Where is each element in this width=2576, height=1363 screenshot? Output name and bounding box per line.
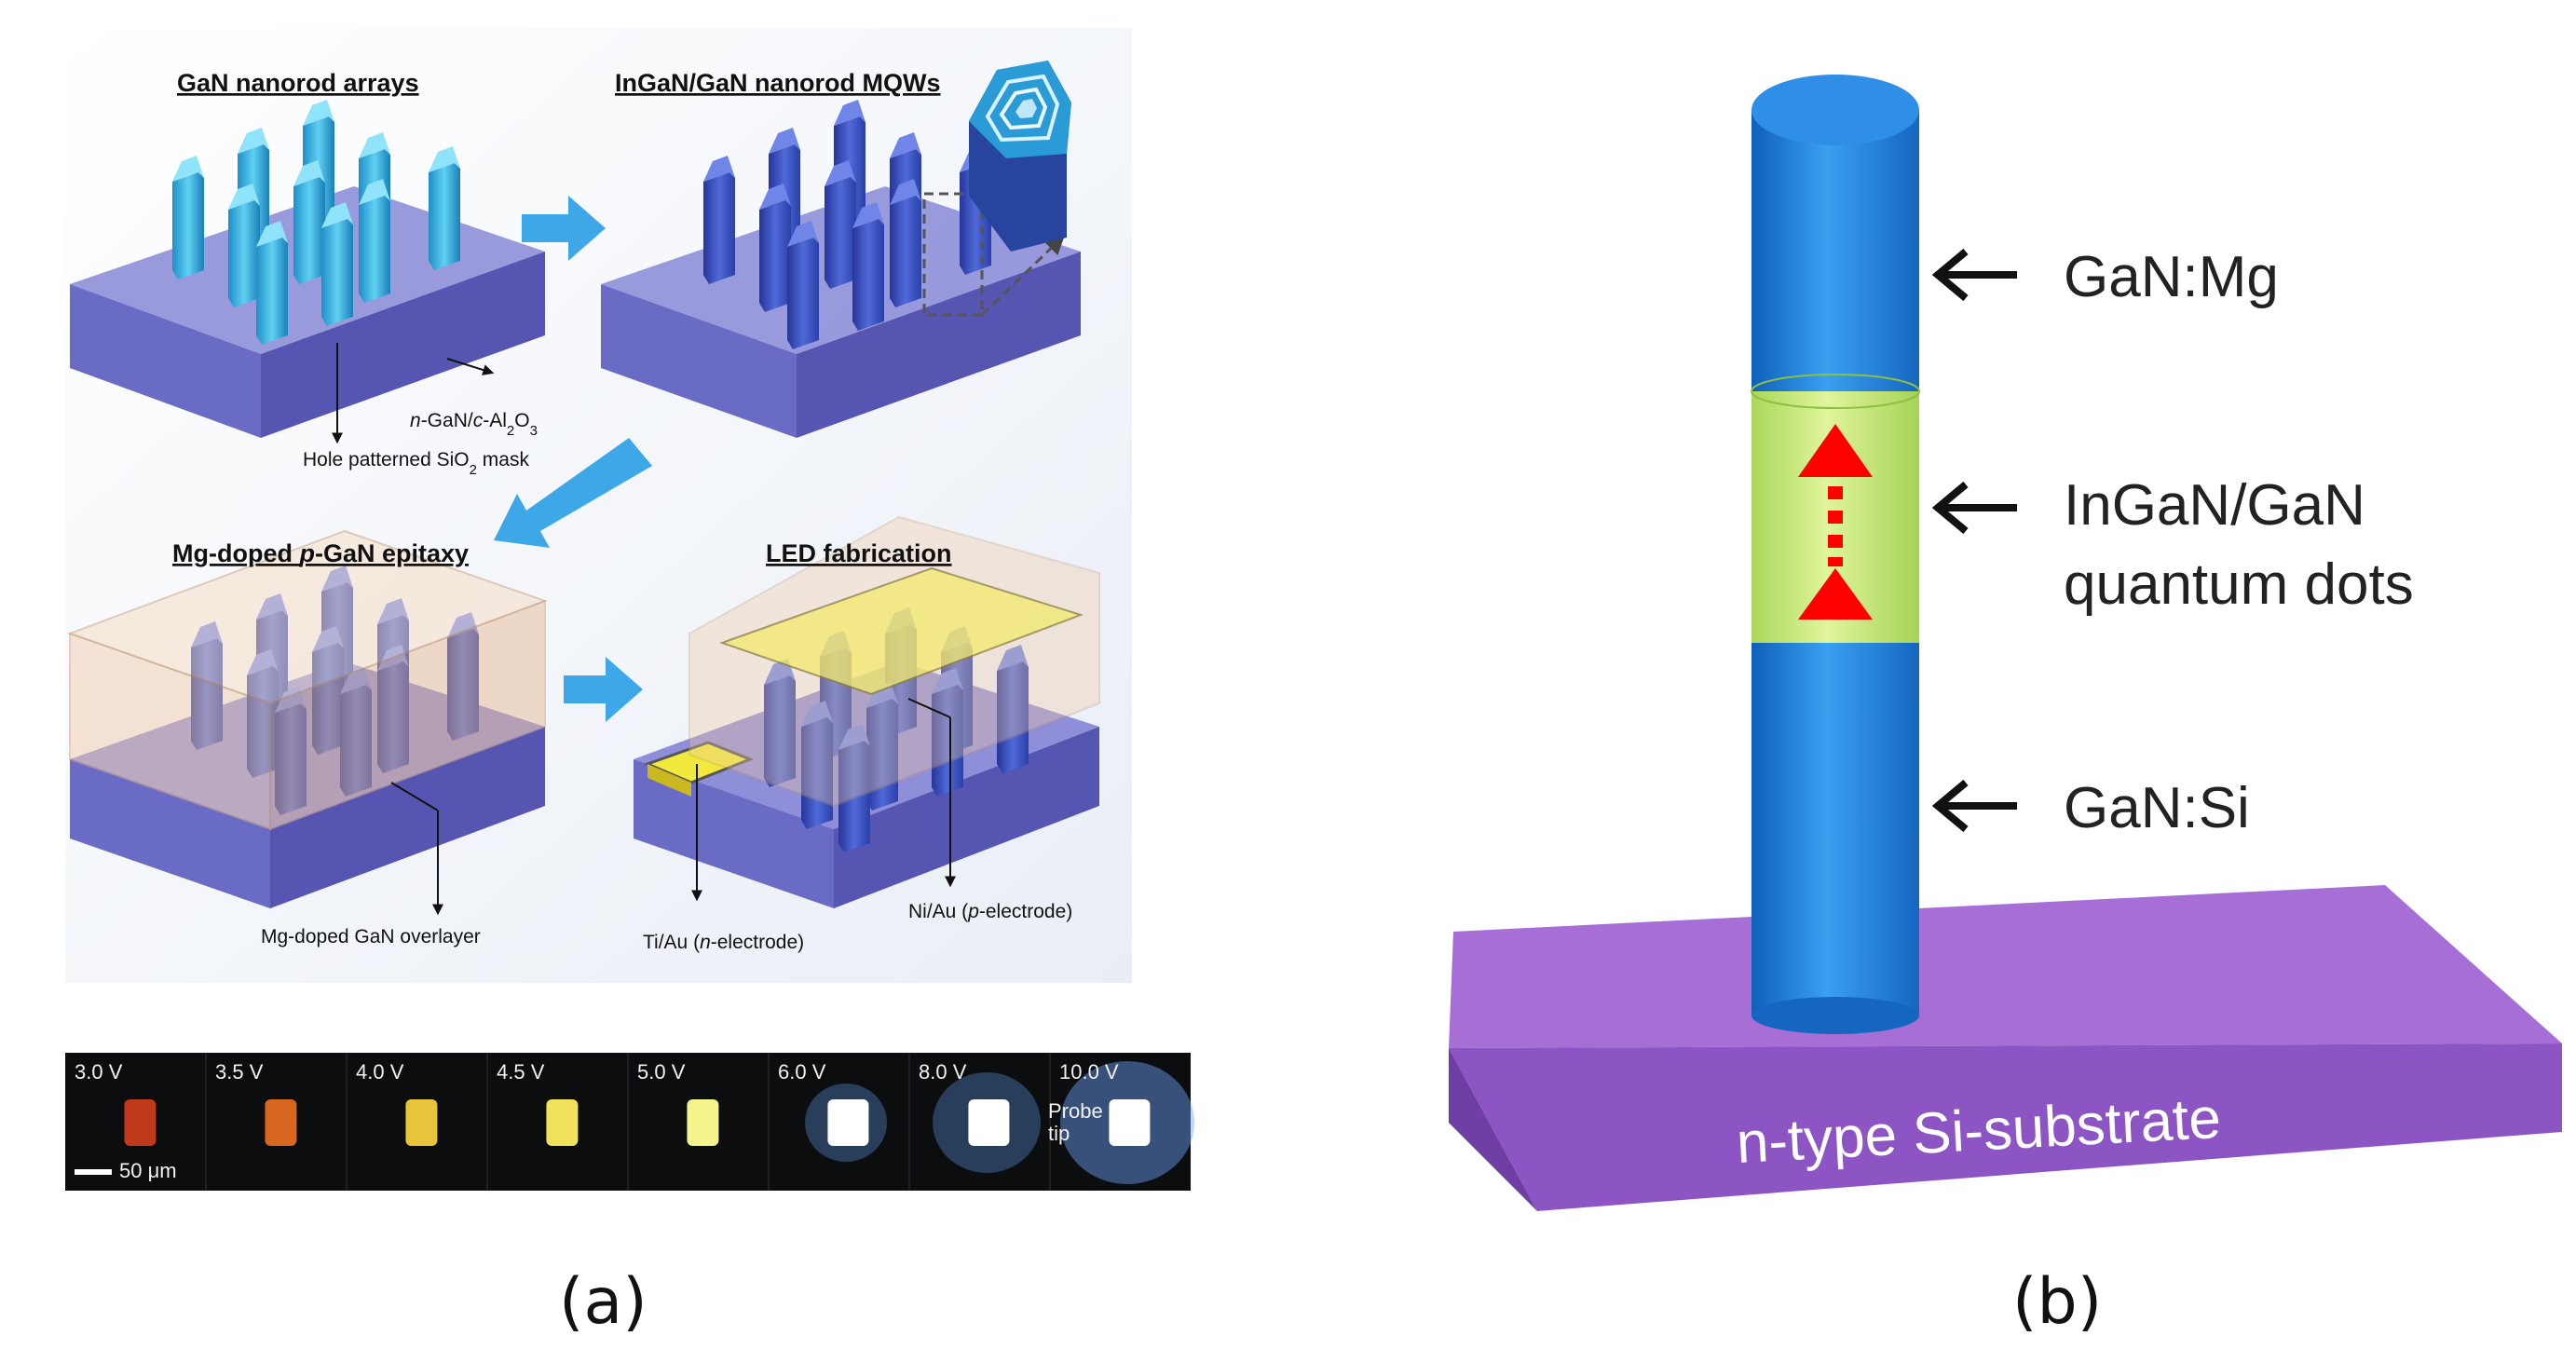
nanorod [172, 156, 204, 279]
process-arrow-right-2 [564, 657, 643, 722]
panel-a-schematic: GaN nanorod arrays InGaN/GaN nanorod MQW… [65, 28, 1132, 983]
el-spot [405, 1099, 438, 1146]
arrow-quantum-dots [1931, 481, 2017, 535]
label-ingan-gan: InGaN/GaN [2064, 473, 2365, 538]
nanorod [703, 156, 735, 284]
caption-a: (a) [559, 1265, 647, 1339]
nanorod [866, 682, 898, 811]
nanorod [787, 221, 819, 349]
nanorod [838, 724, 870, 852]
nanorod [890, 179, 921, 307]
nanorod [801, 701, 833, 829]
nanorods-led [764, 607, 1029, 852]
nanorod [340, 668, 372, 797]
label-substrate: n-GaN/c-Al2O3 [410, 410, 538, 439]
el-spot [827, 1099, 869, 1146]
n-electrode-pad [643, 741, 755, 784]
el-voltage-label: 10.0 V [1059, 1060, 1119, 1084]
nanorod [429, 146, 460, 270]
nanorod [228, 184, 260, 307]
mqw-hexagon-zoom [969, 61, 1071, 252]
electroluminescence-strip: 3.0 V 3.5 V 4.0 V 4.5 V 5.0 V 6.0 V 8.0 V 10.0 … [65, 1053, 1195, 1191]
nanorod [759, 184, 791, 312]
el-spot [265, 1099, 297, 1146]
label-quantum-dots: quantum dots [2064, 552, 2414, 617]
nanorod [293, 160, 325, 284]
nanorods-light [172, 100, 460, 345]
heading-ingan-gan-mqws: InGaN/GaN nanorod MQWs [615, 69, 941, 97]
label-hole-patterned-mask: Hole patterned SiO2 mask [303, 449, 529, 478]
nanowire [1751, 75, 1920, 1034]
process-arrow-diagonal [494, 438, 652, 548]
el-voltage-label: 4.0 V [356, 1060, 404, 1084]
el-spot [546, 1099, 579, 1146]
el-voltage-label: 3.5 V [215, 1060, 264, 1084]
step-gan-nanorod-arrays [70, 100, 545, 438]
el-spot [968, 1099, 1010, 1146]
panel-b-nanowire: n-type Si-substrate GaN:Mg InGaN/GaN [1449, 75, 2562, 1211]
el-voltage-label: 8.0 V [919, 1060, 967, 1084]
nanorod [256, 221, 288, 345]
label-gan-si: GaN:Si [2064, 776, 2250, 840]
step-ingan-gan-mqws [601, 61, 1081, 438]
el-cells: 3.0 V 3.5 V 4.0 V 4.5 V 5.0 V 6.0 V 8.0 V 10.0 … [75, 1053, 1195, 1191]
nanorod [321, 202, 353, 326]
label-gan-mg: GaN:Mg [2064, 245, 2279, 309]
nanorod [825, 160, 856, 289]
scale-bar-label: 50 μm [119, 1159, 177, 1182]
el-spot [124, 1099, 157, 1146]
red-arrow-down [1798, 568, 1873, 620]
process-arrow-right-1 [522, 196, 606, 261]
probe-label-line2: tip [1048, 1122, 1070, 1145]
arrow-gan-si [1931, 779, 2017, 833]
el-spot [1109, 1099, 1151, 1146]
nanorod [359, 179, 390, 303]
red-arrow-up [1798, 424, 1873, 477]
arrow-gan-mg [1931, 248, 2017, 302]
step-mg-doped-pgan [67, 529, 548, 908]
si-substrate [1449, 885, 2562, 1211]
probe-label-line1: Probe [1048, 1099, 1103, 1123]
heading-led-fabrication: LED fabrication [766, 539, 952, 567]
nanorod [997, 645, 1029, 773]
label-n-electrode: Ti/Au (n-electrode) [643, 932, 804, 953]
scale-bar [75, 1169, 112, 1175]
el-voltage-label: 5.0 V [637, 1060, 686, 1084]
heading-mg-doped-pgan: Mg-doped p-GaN epitaxy [172, 539, 469, 567]
el-voltage-label: 4.5 V [497, 1060, 545, 1084]
el-voltage-label: 3.0 V [75, 1060, 123, 1084]
el-voltage-label: 6.0 V [778, 1060, 826, 1084]
heading-gan-nanorod-arrays: GaN nanorod arrays [177, 69, 419, 97]
step-led-fabrication [634, 515, 1100, 908]
caption-b: (b) [2012, 1265, 2102, 1339]
p-electrode-layer [718, 566, 1084, 696]
el-spot [687, 1099, 719, 1146]
nanorod [852, 202, 884, 331]
label-overlayer: Mg-doped GaN overlayer [261, 926, 481, 947]
label-p-electrode: Ni/Au (p-electrode) [908, 901, 1072, 922]
